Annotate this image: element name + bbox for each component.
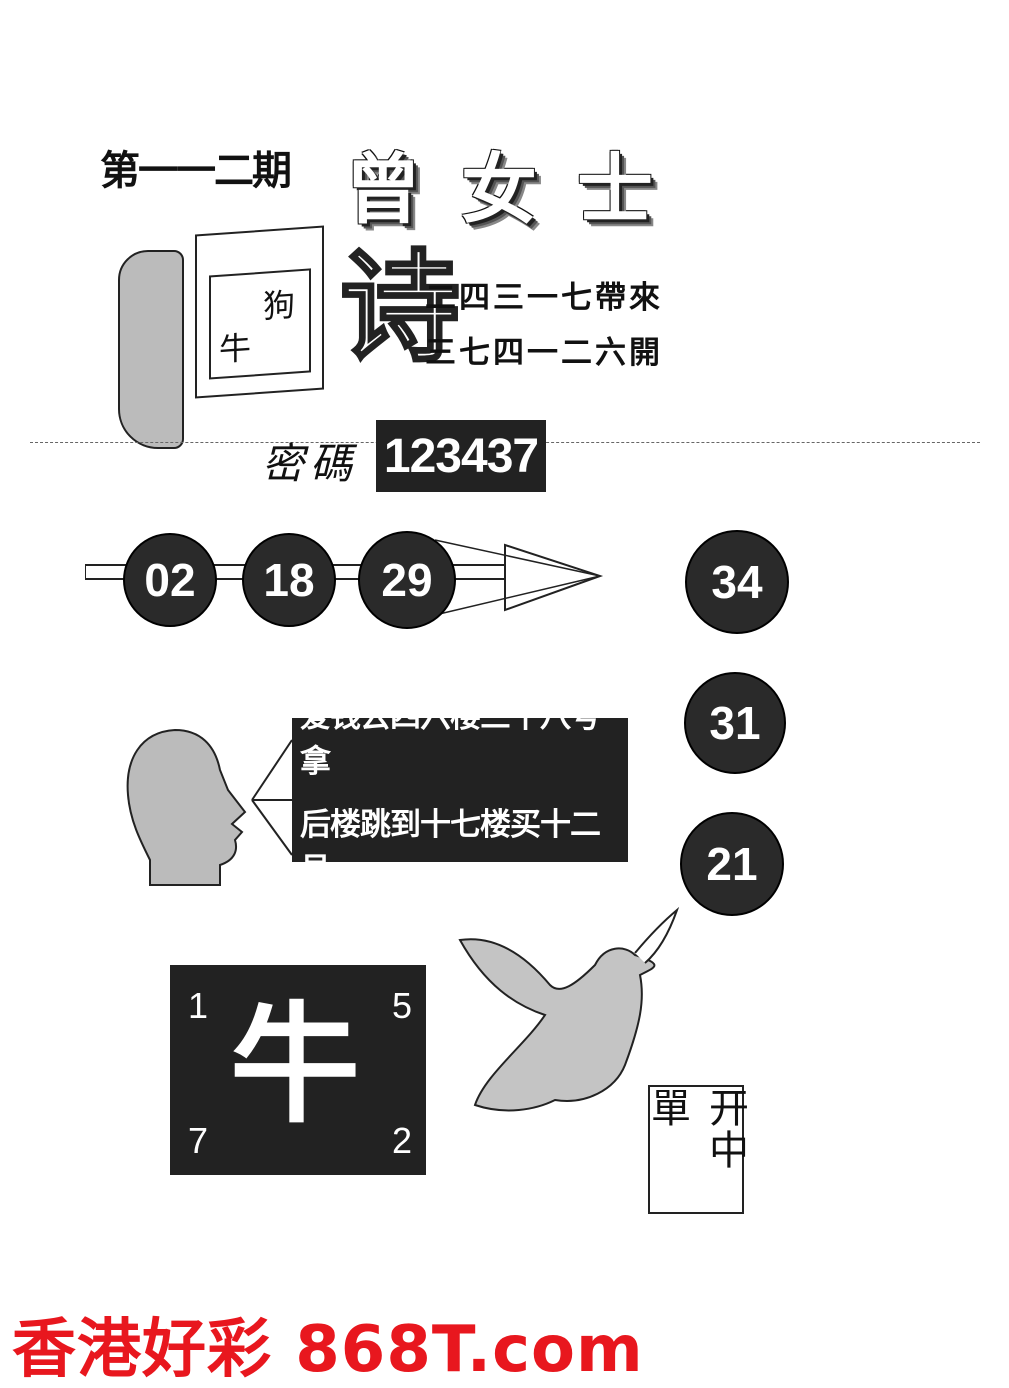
message-box: 爱钱去四六楼三十八号拿 后楼跳到十七楼买十二号 (292, 699, 628, 888)
dove-icon (458, 906, 680, 1112)
zodiac-number: 5 (392, 985, 413, 1026)
password-value: 123437 (376, 420, 546, 492)
speaking-head-icon (126, 728, 293, 886)
poem-line-2: 三七四一二六開 (425, 335, 663, 371)
open-box: 开中單 (644, 1085, 748, 1214)
zodiac-number: 7 (188, 1120, 209, 1161)
card-char-ox: 牛 (219, 328, 252, 369)
number-ball: 31 (684, 672, 786, 774)
number-ball: 34 (685, 530, 789, 634)
number-ball: 02 (123, 533, 217, 627)
number-ball: 29 (358, 531, 456, 629)
message-line-2: 后楼跳到十七楼买十二号 (300, 807, 601, 888)
author-name: 曾女士 (345, 145, 693, 234)
phone-handset-icon (118, 250, 184, 449)
zodiac-box: 1 5 7 2 牛 (170, 965, 426, 1175)
issue-number: 第一一二期 (100, 147, 292, 194)
card-char-dog: 狗 (263, 285, 296, 326)
poem-title: 诗 (339, 237, 462, 378)
zodiac-char: 牛 (230, 988, 361, 1141)
number-ball: 21 (680, 812, 784, 916)
footer-brand: 香港好彩 868T.com (12, 1313, 644, 1387)
card-frame: 牛 狗 (209, 268, 311, 380)
number-ball: 18 (242, 533, 336, 627)
message-line-1: 爱钱去四六楼三十八号拿 (300, 699, 601, 780)
zodiac-number: 1 (188, 985, 209, 1026)
poem-line-1: 二四三一七帶來 (425, 280, 663, 316)
password-label: 密碼 (262, 439, 359, 488)
paper-card: 牛 狗 (195, 225, 324, 399)
zodiac-number: 2 (392, 1120, 413, 1161)
